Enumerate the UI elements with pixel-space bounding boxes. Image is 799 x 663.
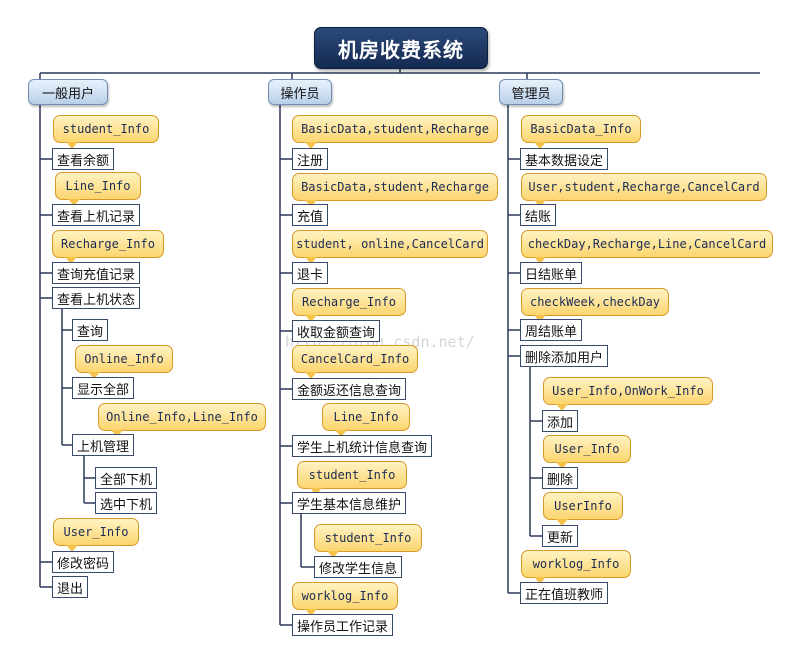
- table-tag-basic-student-recharge: BasicData,student,Recharge: [292, 173, 498, 207]
- node-recharge-records[interactable]: 查询充值记录: [52, 262, 141, 284]
- table-tag-online-line-info: Online_Info,Line_Info: [98, 403, 266, 437]
- table-tag-line-info: Line_Info: [322, 403, 410, 437]
- node-daily-bill[interactable]: 日结账单: [520, 262, 583, 284]
- role-general-user[interactable]: 一般用户: [28, 79, 108, 105]
- node-modify-student-info[interactable]: 修改学生信息: [314, 556, 403, 578]
- table-tag-basicdata-info: BasicData_Info: [521, 115, 641, 149]
- node-view-balance[interactable]: 查看余额: [52, 148, 115, 170]
- node-student-online-stats[interactable]: 学生上机统计信息查询: [292, 435, 433, 457]
- node-update-user[interactable]: 更新: [542, 525, 579, 547]
- node-online-status[interactable]: 查看上机状态: [52, 287, 141, 309]
- node-charge[interactable]: 充值: [292, 204, 329, 226]
- node-online-manage[interactable]: 上机管理: [72, 434, 135, 456]
- node-all-offline[interactable]: 全部下机: [95, 467, 158, 489]
- node-operator-worklog[interactable]: 操作员工作记录: [292, 614, 394, 636]
- table-tag-cancelcard-info: CancelCard_Info: [292, 345, 418, 379]
- node-refund-card[interactable]: 退卡: [292, 262, 329, 284]
- table-tag-user-info: User_Info: [53, 518, 139, 552]
- table-tag-worklog-info: worklog_Info: [292, 582, 398, 616]
- node-refund-info-query[interactable]: 金额返还信息查询: [292, 378, 407, 400]
- node-register[interactable]: 注册: [292, 148, 329, 170]
- node-settle-accounts[interactable]: 结账: [520, 204, 557, 226]
- table-tag-user-info: User_Info: [543, 435, 631, 469]
- table-tag-checkday-recharge-line-cancelcard: checkDay,Recharge,Line,CancelCard: [521, 230, 773, 264]
- table-tag-student-info: student_Info: [314, 524, 422, 558]
- node-query[interactable]: 查询: [72, 319, 109, 341]
- node-collect-query[interactable]: 收取金额查询: [292, 320, 381, 342]
- table-tag-recharge-info: Recharge_Info: [52, 230, 164, 264]
- table-tag-worklog-info: worklog_Info: [521, 550, 631, 584]
- node-on-duty-teacher[interactable]: 正在值班教师: [520, 582, 609, 604]
- table-tag-online-info: Online_Info: [75, 345, 173, 379]
- table-tag-student-info: student_Info: [297, 461, 407, 495]
- table-tag-recharge-info: Recharge_Info: [292, 288, 406, 322]
- table-tag-basic-student-recharge: BasicData,student,Recharge: [292, 115, 498, 149]
- node-view-records[interactable]: 查看上机记录: [52, 204, 141, 226]
- node-add-user[interactable]: 添加: [542, 410, 579, 432]
- table-tag-user-onwork-info: User_Info,OnWork_Info: [543, 377, 713, 411]
- node-weekly-bill[interactable]: 周结账单: [520, 319, 583, 341]
- role-operator[interactable]: 操作员: [268, 79, 332, 105]
- node-show-all[interactable]: 显示全部: [72, 377, 135, 399]
- node-change-password[interactable]: 修改密码: [52, 551, 115, 573]
- node-student-info-maintain[interactable]: 学生基本信息维护: [292, 492, 407, 514]
- node-manage-users[interactable]: 删除添加用户: [520, 345, 609, 367]
- table-tag-user-student-recharge-cancelcard: User,student,Recharge,CancelCard: [521, 173, 767, 207]
- system-title: 机房收费系统: [314, 27, 488, 69]
- role-admin[interactable]: 管理员: [499, 79, 563, 105]
- node-basic-data-settings[interactable]: 基本数据设定: [520, 148, 609, 170]
- table-tag-student-online-cancelcard: student, online,CancelCard: [292, 230, 488, 264]
- node-exit[interactable]: 退出: [52, 576, 89, 598]
- table-tag-line-info: Line_Info: [55, 172, 141, 206]
- node-delete-user[interactable]: 删除: [542, 467, 579, 489]
- table-tag-userinfo: UserInfo: [543, 492, 623, 526]
- table-tag-checkweek-checkday: checkWeek,checkDay: [521, 288, 669, 322]
- node-selected-offline[interactable]: 选中下机: [95, 492, 158, 514]
- table-tag-student-info: student_Info: [53, 115, 159, 149]
